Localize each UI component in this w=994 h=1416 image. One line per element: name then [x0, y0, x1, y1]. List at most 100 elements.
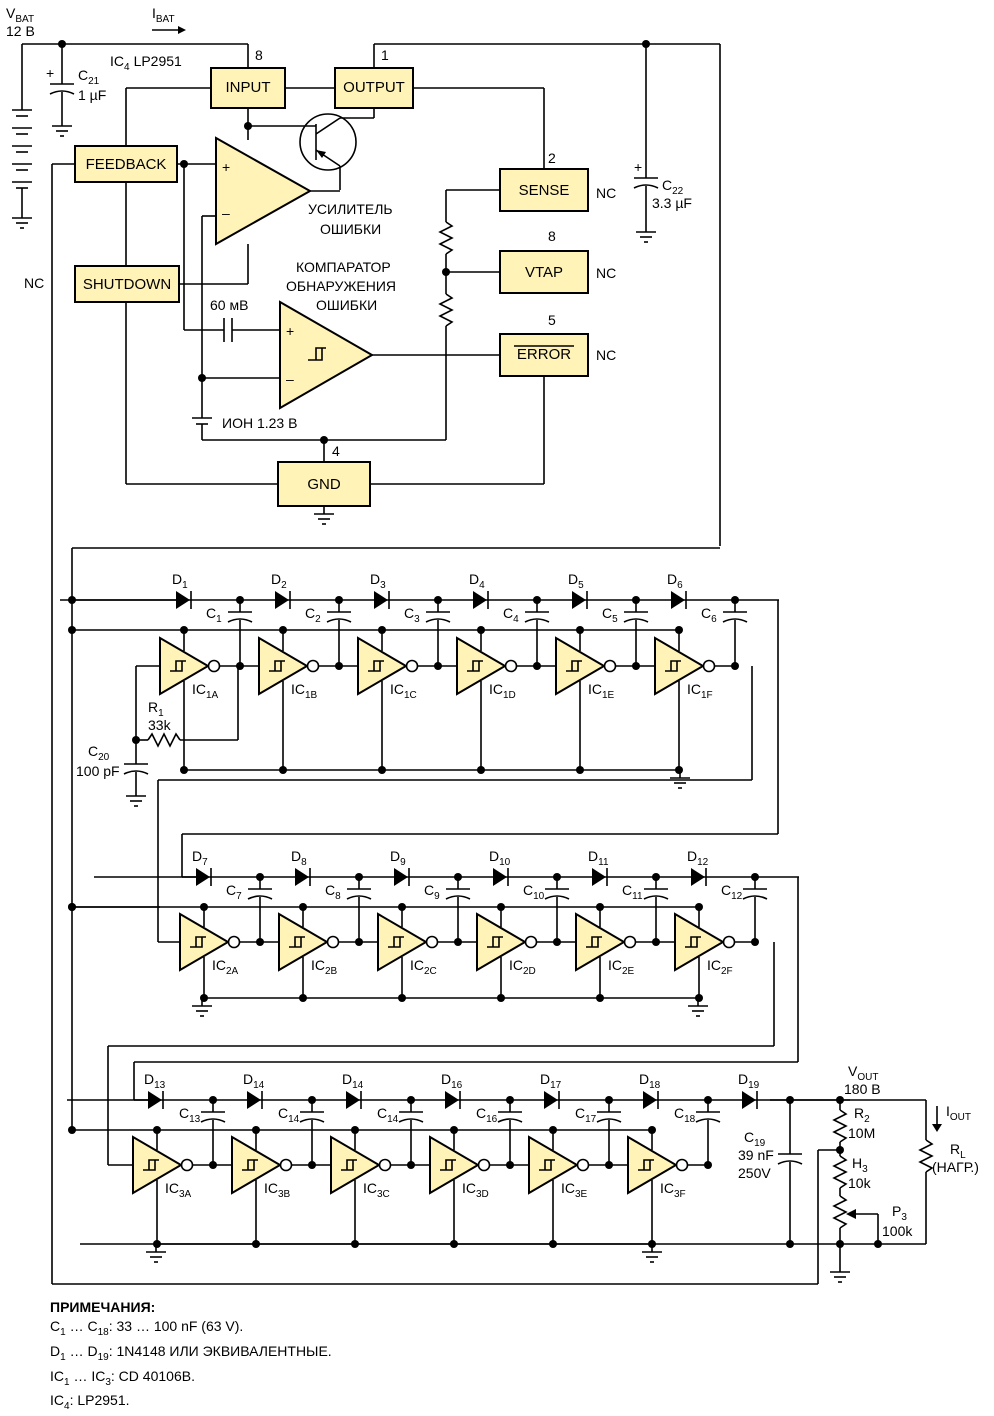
capacitor-c22: +: [633, 44, 659, 243]
svg-text:C22: C22: [662, 177, 684, 197]
cap-label-row1-4: C5: [602, 605, 618, 625]
svg-text:–: –: [222, 205, 230, 221]
cap-label-row3-3: C16: [476, 1105, 498, 1125]
c19-value2: 250V: [738, 1165, 771, 1181]
diode-label-row3-2: D14: [342, 1071, 364, 1091]
diode-label-row3-6: D19: [738, 1071, 760, 1091]
ic-label-row1-0: IC1A: [192, 681, 219, 701]
ic-label-row3-4: IC3E: [561, 1180, 588, 1200]
svg-text:GND: GND: [307, 476, 341, 493]
c19-value1: 39 nF: [738, 1147, 774, 1163]
ic-label-row2-4: IC2E: [608, 957, 635, 977]
inverter-row2-5: [674, 912, 736, 972]
c19-sub: 19: [754, 1138, 766, 1149]
error-amplifier: + –: [215, 136, 340, 246]
err-amp-label-2: ОШИБКИ: [320, 221, 381, 237]
c22-label: C: [662, 177, 672, 193]
block-vtap: VTAP: [499, 250, 589, 294]
pin-5: 5: [548, 312, 556, 328]
svg-text:IBAT: IBAT: [152, 5, 175, 25]
inverter-row2-0: [179, 912, 241, 972]
ic-label-row2-1: IC2B: [311, 957, 338, 977]
inverter-row2-2: [377, 912, 439, 972]
vout-value: 180 B: [844, 1081, 881, 1097]
vbat-sub: BAT: [15, 14, 34, 25]
cap-label-row2-3: C10: [523, 882, 545, 902]
svg-text:R1: R1: [148, 699, 164, 719]
ic-label-row1-2: IC1C: [390, 681, 417, 701]
ic-label-row2-0: IC2A: [212, 957, 239, 977]
c20-label: C: [88, 743, 98, 759]
h3-label: H: [852, 1155, 862, 1171]
vbat-value: 12 B: [6, 23, 35, 39]
ic4-part: LP2951: [134, 53, 182, 69]
r2-value: 10M: [848, 1125, 875, 1141]
note-1: C1 … C18: 33 … 100 nF (63 V).: [50, 1318, 244, 1338]
rl-label: R: [950, 1141, 960, 1157]
block-input: INPUT: [210, 67, 286, 109]
nc-sense: NC: [596, 185, 616, 201]
diode-label-row3-4: D17: [540, 1071, 562, 1091]
pin-1: 1: [381, 47, 389, 63]
vout-sub: OUT: [857, 1072, 878, 1083]
inverter-row3-5: [627, 1135, 689, 1195]
nc-vtap: NC: [596, 265, 616, 281]
cap-label-row1-1: C2: [305, 605, 321, 625]
svg-text:SENSE: SENSE: [519, 182, 570, 199]
err-amp-label-1: УСИЛИТЕЛЬ: [308, 201, 393, 217]
notes: ПРИМЕЧАНИЯ: C1 … C18: 33 … 100 nF (63 V)…: [50, 1298, 332, 1416]
inverter-row1-5: [654, 636, 716, 696]
inverter-row1-2: [357, 636, 419, 696]
svg-text:INPUT: INPUT: [226, 79, 271, 96]
notes-heading: ПРИМЕЧАНИЯ:: [50, 1299, 156, 1315]
diode-label-row1-4: D5: [568, 571, 584, 591]
cap-label-row2-1: C8: [325, 882, 341, 902]
diode-label-row3-3: D16: [441, 1071, 463, 1091]
inverter-row1-4: [555, 636, 617, 696]
offset-60mv: [223, 318, 280, 342]
inverter-row3-4: [528, 1135, 590, 1195]
c21-sub: 21: [88, 76, 100, 87]
diode-label-row1-1: D2: [271, 571, 287, 591]
ic-label-row1-5: IC1F: [687, 681, 713, 701]
c21-value: 1 µF: [78, 87, 106, 103]
svg-text:RL: RL: [950, 1141, 966, 1161]
ic-label-row2-2: IC2C: [410, 957, 437, 977]
svg-text:SHUTDOWN: SHUTDOWN: [83, 276, 171, 293]
block-feedback: FEEDBACK: [74, 145, 178, 183]
svg-text:P3: P3: [892, 1203, 907, 1223]
comp-label-2: ОБНАРУЖЕНИЯ: [286, 278, 396, 294]
diode-label-row2-2: D9: [390, 848, 406, 868]
ic-label-row1-4: IC1E: [588, 681, 615, 701]
svg-text:OUTPUT: OUTPUT: [343, 79, 405, 96]
comp-label-1: КОМПАРАТОР: [296, 259, 391, 275]
rl-sub: L: [960, 1150, 966, 1161]
block-gnd: GND: [277, 461, 371, 507]
c21-label: C: [78, 67, 88, 83]
ic-label-row2-5: IC2F: [707, 957, 733, 977]
block-sense: SENSE: [499, 168, 589, 212]
svg-text:C20: C20: [88, 743, 110, 763]
cap-label-row1-2: C3: [404, 605, 420, 625]
svg-text:C21: C21: [78, 67, 100, 87]
ic-label-row1-3: IC1D: [489, 681, 516, 701]
svg-text:+: +: [286, 323, 294, 339]
inverter-row3-3: [429, 1135, 491, 1195]
iout-label: I: [946, 1103, 950, 1119]
svg-text:IOUT: IOUT: [946, 1103, 971, 1123]
r1-label: R: [148, 699, 158, 715]
svg-text:FEEDBACK: FEEDBACK: [86, 156, 167, 173]
block-shutdown: SHUTDOWN: [74, 265, 180, 303]
oscillator-rc: [123, 665, 239, 807]
cap-label-row3-1: C14: [278, 1105, 300, 1125]
svg-text:+: +: [46, 65, 54, 81]
cap-label-row1-5: C6: [701, 605, 717, 625]
ibat-arrow-icon: [152, 26, 186, 34]
battery-symbol: [11, 44, 33, 229]
svg-text:ERROR: ERROR: [517, 346, 571, 363]
cap-label-row2-0: C7: [226, 882, 242, 902]
p3-label: P: [892, 1203, 901, 1219]
svg-text:+: +: [222, 159, 230, 175]
